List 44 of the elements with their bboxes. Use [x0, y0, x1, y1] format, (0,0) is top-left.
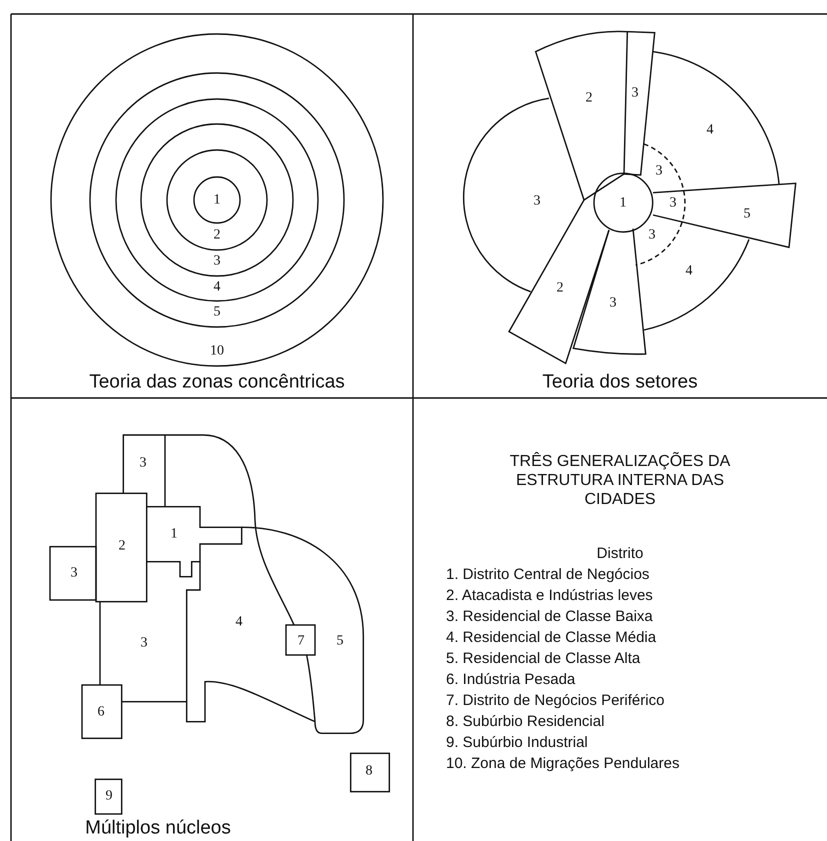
zone-number: 5	[336, 633, 344, 649]
zone-number: 1	[214, 192, 220, 208]
zone-number: 4	[236, 614, 242, 630]
zone-number: 3	[140, 455, 146, 471]
zone-number: 5	[744, 206, 750, 222]
list-heading: Distrito	[596, 546, 644, 562]
zone-number: 2	[556, 280, 564, 296]
district-list-item: 6. Indústria Pesada	[446, 672, 576, 688]
zone-number: 4	[706, 122, 714, 138]
zone-number: 4	[686, 263, 692, 279]
zone-number: 3	[70, 565, 78, 581]
zone-number: 1	[170, 526, 178, 542]
district-list-item: 2. Atacadista e Indústrias leves	[446, 588, 653, 604]
zone-number: 3	[648, 227, 656, 243]
zone-number: 2	[118, 538, 126, 554]
zone-number: 10	[210, 343, 224, 359]
district-list-item: 7. Distrito de Negócios Periférico	[446, 692, 664, 710]
zone-number: 3	[632, 85, 638, 101]
zone-number: 9	[106, 788, 112, 804]
district-list-item: 10. Zona de Migrações Pendulares	[446, 756, 680, 772]
zone-number: 3	[670, 195, 676, 211]
zone-number: 3	[214, 253, 220, 269]
district-list-item: 3. Residencial de Classe Baixa	[446, 608, 653, 626]
zone-number: 3	[534, 193, 540, 209]
district-list-item: 4. Residencial de Classe Média	[446, 630, 656, 646]
zone-number: 6	[98, 704, 104, 720]
zone-number: 4	[214, 279, 220, 295]
zone-number: 2	[214, 227, 220, 243]
zone-number: 1	[620, 195, 626, 211]
zone-number: 3	[140, 635, 148, 651]
district-list-item: 1. Distrito Central de Negócios	[446, 566, 650, 584]
district-list-item: 8. Subúrbio Residencial	[446, 714, 604, 730]
zone-number: 7	[298, 633, 304, 649]
zone-number: 8	[366, 763, 372, 779]
zone-number: 3	[610, 295, 616, 311]
diagram-title: TRÊS GENERALIZAÇÕES DA ESTRUTURA INTERNA DAS CIDADES	[508, 452, 732, 510]
panel-caption: Teoria dos setores	[542, 372, 698, 394]
district-list-item: 9. Subúrbio Industrial	[446, 734, 588, 752]
zone-number: 2	[586, 90, 592, 106]
zone-number: 3	[656, 163, 662, 179]
district-list-item: 5. Residencial de Classe Alta	[446, 650, 640, 668]
panel-caption: Múltiplos núcleos	[85, 818, 231, 840]
panel-caption: Teoria das zonas concêntricas	[89, 372, 345, 394]
zone-number: 5	[214, 304, 220, 320]
